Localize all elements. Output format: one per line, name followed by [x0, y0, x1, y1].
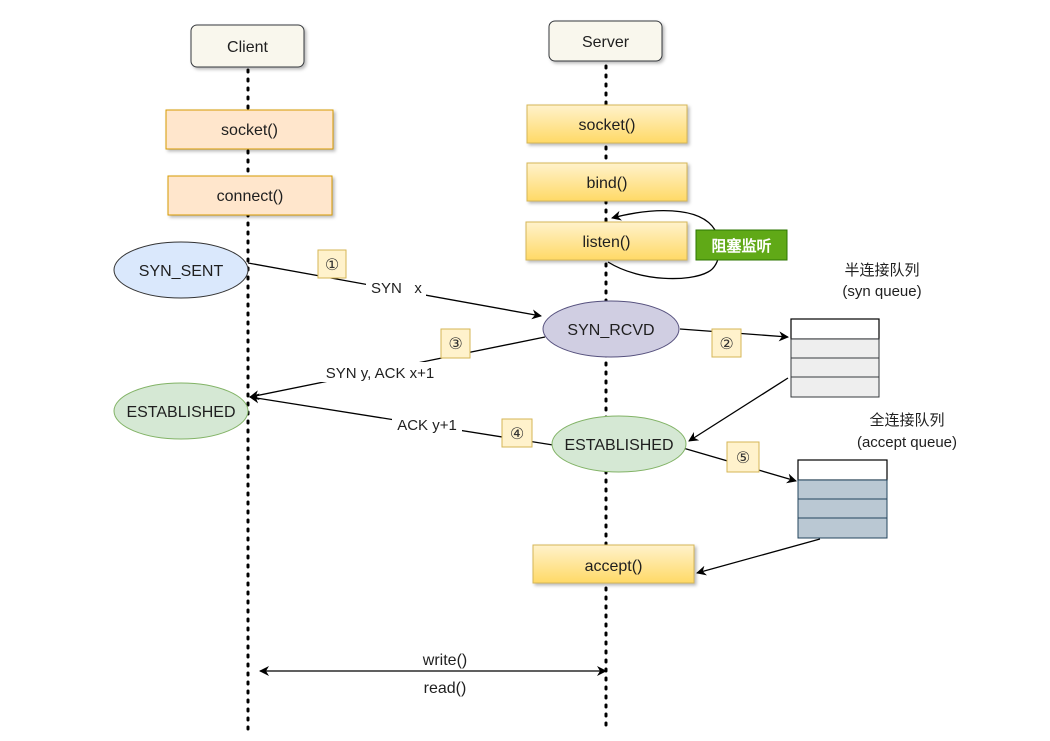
server-accept-label: accept() — [585, 558, 643, 575]
client-participant: Client — [190, 24, 305, 68]
syn-queue — [790, 318, 880, 398]
server-socket-box: socket() — [526, 104, 688, 144]
svg-text:SYN x: SYN x — [371, 280, 422, 297]
server-socket-label: socket() — [579, 117, 636, 134]
server-established-label: ESTABLISHED — [564, 437, 673, 454]
accept-queue-title: 全连接队列 — [869, 411, 944, 429]
svg-text:ACK y+1: ACK y+1 — [397, 417, 457, 434]
syn-label: SYN x — [366, 277, 426, 297]
server-listen-box: listen() — [525, 221, 688, 261]
syn-to-accept-arrow — [688, 377, 789, 442]
step-4-badge: ④ — [501, 418, 533, 448]
syn-rcvd-state: SYN_RCVD — [542, 300, 680, 358]
blocking-tag-label: 阻塞监听 — [711, 237, 771, 255]
svg-text:①: ① — [325, 255, 339, 274]
accept-queue-to-accept-arrow — [696, 538, 821, 576]
syn-sent-label: SYN_SENT — [139, 263, 224, 280]
client-established-label: ESTABLISHED — [126, 404, 235, 421]
server-bind-box: bind() — [526, 162, 688, 202]
client-socket-label: socket() — [221, 122, 278, 139]
client-established-state: ESTABLISHED — [113, 382, 249, 440]
step-3-badge: ③ — [440, 328, 471, 359]
server-bind-label: bind() — [587, 175, 628, 192]
read-label: read() — [415, 677, 475, 697]
step-5-badge: ⑤ — [726, 441, 760, 473]
accept-queue-subtitle: (accept queue) — [857, 434, 957, 451]
syn-queue-subtitle: (syn queue) — [842, 283, 921, 300]
server-participant: Server — [548, 20, 663, 62]
syn-ack-label: SYN y, ACK x+1 — [318, 362, 442, 382]
svg-text:③: ③ — [448, 334, 462, 353]
server-established-state: ESTABLISHED — [551, 415, 687, 473]
blocking-tag: 阻塞监听 — [695, 229, 788, 261]
svg-text:⑤: ⑤ — [736, 448, 750, 467]
client-label: Client — [227, 39, 268, 56]
server-listen-label: listen() — [582, 234, 630, 251]
client-connect-label: connect() — [217, 188, 284, 205]
client-connect-box: connect() — [167, 175, 333, 216]
syn-sent-state: SYN_SENT — [113, 241, 249, 299]
server-accept-box: accept() — [532, 544, 695, 584]
step-2-badge: ② — [711, 328, 742, 358]
server-label: Server — [582, 34, 630, 51]
syn-rcvd-label: SYN_RCVD — [567, 322, 654, 339]
accept-queue — [797, 459, 888, 539]
step-1-badge: ① — [317, 249, 347, 279]
svg-text:write(): write() — [422, 652, 467, 669]
write-label: write() — [414, 649, 476, 669]
ack-label: ACK y+1 — [392, 414, 462, 434]
svg-text:read(): read() — [424, 680, 467, 697]
svg-text:④: ④ — [510, 424, 524, 443]
client-socket-box: socket() — [165, 109, 334, 150]
svg-text:SYN y, ACK x+1: SYN y, ACK x+1 — [326, 365, 435, 382]
svg-text:②: ② — [719, 334, 733, 353]
syn-queue-title: 半连接队列 — [844, 261, 919, 279]
